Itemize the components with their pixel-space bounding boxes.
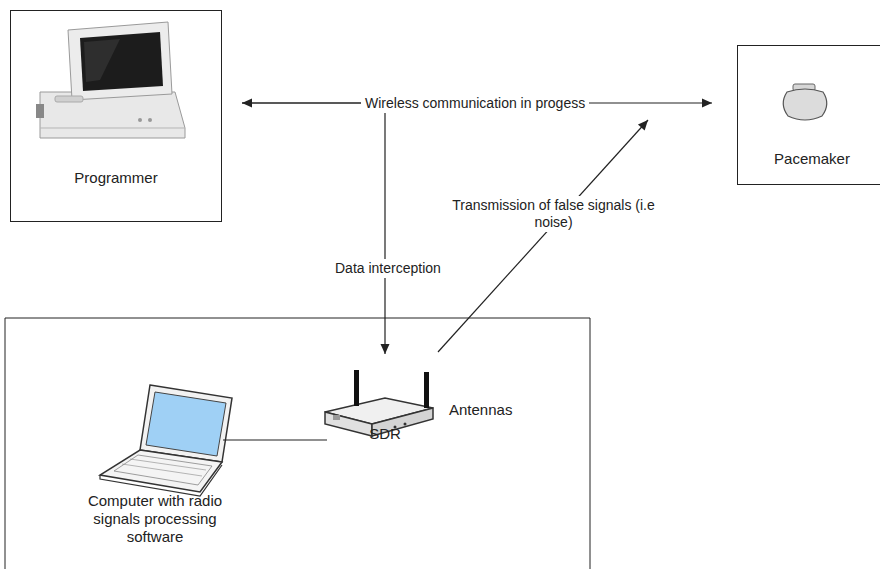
computer-node: Computer with radio signals processing s… [75,380,235,556]
edge-label: Transmission of false signals (i.e noise… [447,196,660,232]
programmer-box: Programmer [10,10,222,222]
part-label: Antennas [449,401,512,419]
sdr-node: SDR [325,362,445,453]
node-text: Pacemaker [741,150,880,168]
node-text: SDR [331,425,439,443]
pacemaker-box: Pacemaker [737,45,880,185]
programmer-device [36,22,185,138]
node-text: Programmer [16,169,216,187]
connector [438,120,648,352]
edge-label: Data interception [331,259,445,278]
pacemaker-icon [783,84,827,120]
laptop-icon [100,385,232,496]
node-text: Computer with radio signals processing s… [77,492,233,546]
attacker-frame [5,318,590,569]
edge-label: Wireless communication in progess [361,94,589,113]
connector [223,440,327,441]
connector [242,103,390,354]
